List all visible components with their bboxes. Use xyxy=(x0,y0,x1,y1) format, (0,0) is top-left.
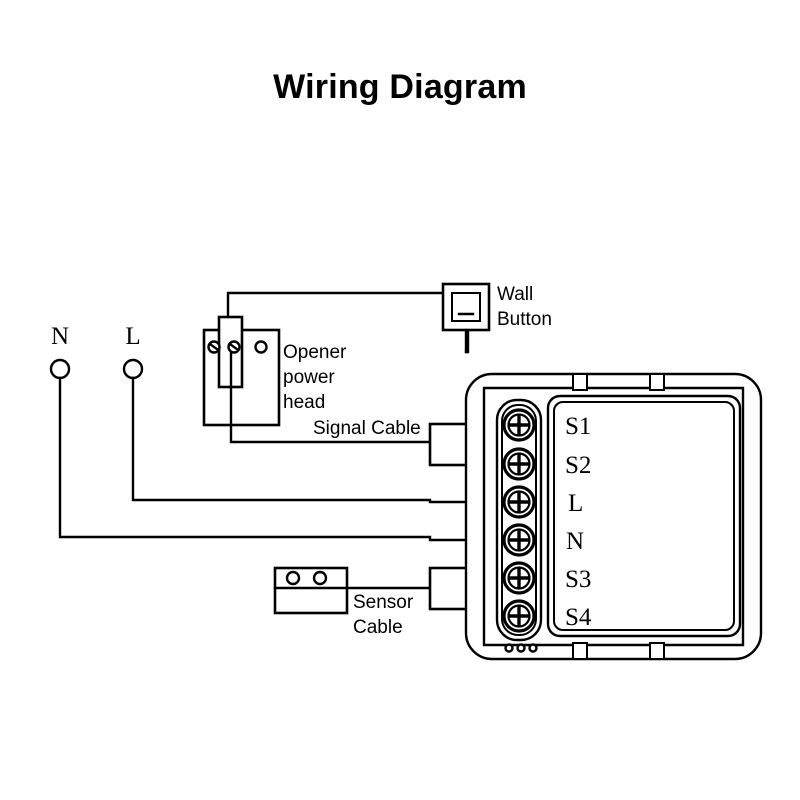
terminal-label-l: L xyxy=(568,490,583,517)
sensor-cable-label-line1: Sensor xyxy=(353,592,414,613)
opener-to-signal-cable-wire xyxy=(229,350,432,444)
terminal-label-s4: S4 xyxy=(565,604,592,631)
indicator-dot-2 xyxy=(516,643,526,653)
indicator-dot-3 xyxy=(528,643,538,653)
module-face-panel-inner xyxy=(553,401,735,631)
terminal-s2[interactable] xyxy=(502,447,536,481)
terminal-label-s2: S2 xyxy=(565,452,591,479)
neutral-terminal-circle xyxy=(49,358,71,380)
sensor-body xyxy=(273,566,349,615)
opener-power-head: Opener power head xyxy=(202,291,470,444)
module-top-tab-right xyxy=(649,373,665,391)
live-terminal-circle xyxy=(122,358,144,380)
terminal-label-n: N xyxy=(566,528,584,555)
opener-label-line1: Opener xyxy=(283,342,347,363)
wall-button-rocker[interactable] xyxy=(451,292,481,322)
mains-neutral: N xyxy=(49,323,499,542)
sensor-contact-2 xyxy=(312,570,328,586)
neutral-label: N xyxy=(51,323,69,350)
wall-button-label-line2: Button xyxy=(497,309,552,330)
signal-cable-label: Signal Cable xyxy=(313,418,421,439)
opener-terminal-3 xyxy=(254,340,268,354)
live-label: L xyxy=(125,323,140,350)
opener-terminal-1-slot xyxy=(208,342,220,352)
terminal-s3[interactable] xyxy=(502,561,536,595)
module-bottom-tab-right xyxy=(649,642,665,660)
opener-label-line2: power xyxy=(283,367,335,388)
page-title: Wiring Diagram xyxy=(273,68,527,106)
opener-terminal-2-slot xyxy=(228,342,240,352)
smart-switch-module: S1 S2 L xyxy=(464,372,763,661)
terminal-s4[interactable] xyxy=(502,599,536,633)
module-top-tab-left xyxy=(572,373,588,391)
wall-button[interactable]: Wall Button xyxy=(441,282,552,354)
terminal-s1[interactable] xyxy=(502,408,536,442)
module-bottom-tab-left xyxy=(572,642,588,660)
terminal-n[interactable] xyxy=(502,523,536,557)
live-wire xyxy=(131,376,499,504)
mains-live: L xyxy=(122,323,499,504)
terminal-l[interactable] xyxy=(502,485,536,519)
sensor-contact-1 xyxy=(285,570,301,586)
neutral-wire xyxy=(58,376,499,542)
terminal-label-s1: S1 xyxy=(565,413,591,440)
terminal-label-s3: S3 xyxy=(565,566,591,593)
opener-label-line3: head xyxy=(283,392,325,413)
sensor-cable-label-line2: Cable xyxy=(353,617,403,638)
wall-button-label-line1: Wall xyxy=(497,284,533,305)
indicator-dot-1 xyxy=(504,643,514,653)
